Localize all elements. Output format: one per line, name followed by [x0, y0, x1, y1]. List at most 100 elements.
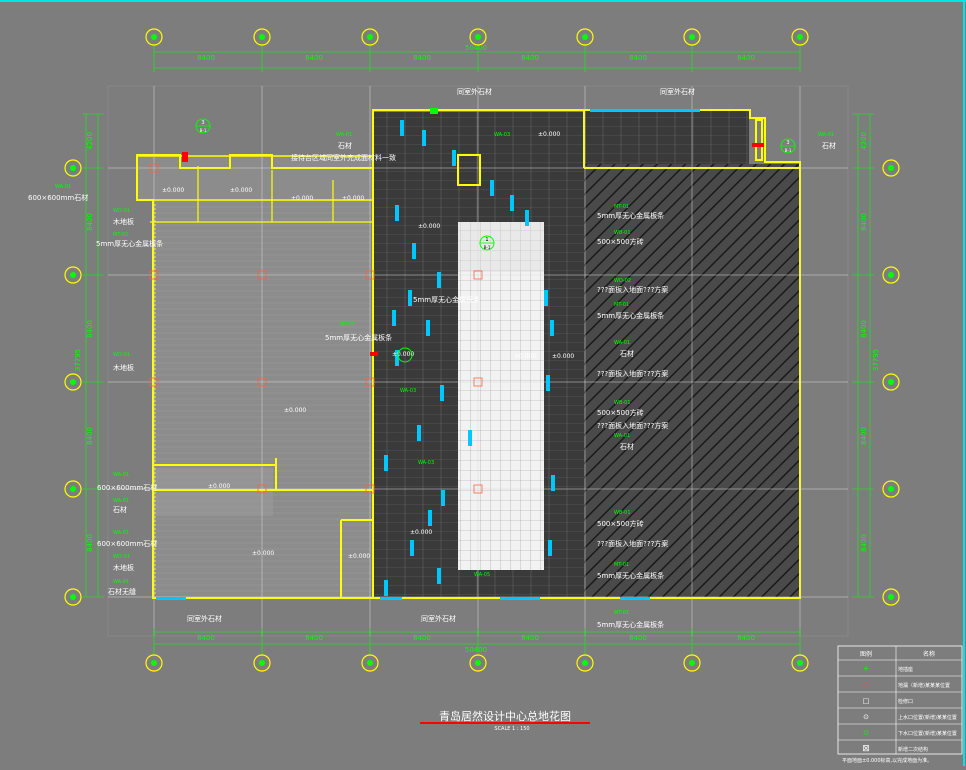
- level-mark: ±0.000: [410, 529, 432, 536]
- axis-bubble: [576, 28, 594, 46]
- legend-symbol: ⊠: [862, 744, 870, 754]
- floor-light-strip: [550, 320, 554, 336]
- red-marker: [182, 152, 188, 162]
- upper-room-block: [136, 155, 374, 201]
- level-mark: ±0.000: [284, 407, 306, 414]
- tag-wa01: WA-01: [113, 579, 129, 585]
- note-metal-strip: 5mm厚无心金属板条: [413, 295, 480, 304]
- axis-bubble-dot: [151, 34, 157, 40]
- dim-right-total: 37795: [872, 349, 880, 371]
- note-metal-strip: 5mm厚无心金属板条: [597, 211, 664, 220]
- tag-mt01: MT-01: [614, 610, 629, 616]
- tile-region-courtyard: [458, 222, 544, 570]
- floor-light-strip: [548, 540, 552, 556]
- note-outdoor-stone: 同室外石材: [421, 614, 456, 623]
- dim-left-3: 8400: [86, 320, 94, 338]
- axis-bubble-dot: [888, 594, 894, 600]
- axis-bubble-dot: [475, 660, 481, 666]
- floor-light-strip: [422, 130, 426, 146]
- note-stone-600: 600×600mm石材: [28, 193, 88, 202]
- dim-bottom-4: 8400: [521, 634, 539, 642]
- tile-region-top: [458, 222, 544, 272]
- level-marks: ±0.000 ±0.000 ±0.000 ±0.000 ±0.000 ±0.00…: [162, 131, 574, 560]
- floor-light-strip: [395, 205, 399, 221]
- dim-left-total: 37795: [74, 349, 82, 371]
- axis-bubble: [145, 28, 163, 46]
- note-stone: 石材: [620, 442, 634, 451]
- floor-light-strip: [400, 120, 404, 136]
- tag-mt01: MT-01: [340, 322, 355, 328]
- section-num: 3: [201, 120, 204, 126]
- note-stone: 石材: [338, 141, 352, 150]
- axis-bubble: [361, 654, 379, 672]
- dim-top-2: 8400: [305, 54, 323, 62]
- note-outdoor-stone: 同室外石材: [187, 614, 222, 623]
- dim-bottom-3: 8400: [413, 634, 431, 642]
- threshold-strip: [590, 109, 700, 112]
- tag-mt01: MT-01: [614, 562, 629, 568]
- floor-light-strip: [544, 290, 548, 306]
- axis-bubble: [683, 654, 701, 672]
- axis-bubble: [576, 654, 594, 672]
- legend-symbol: ⊙: [863, 729, 869, 737]
- threshold-strip: [500, 597, 540, 600]
- tag-mt01: MT-01: [614, 204, 629, 210]
- column-marker: [473, 270, 483, 280]
- section-num: 1: [485, 237, 488, 243]
- legend-name: 新增二次结构: [898, 746, 928, 753]
- level-mark: ±0.000: [162, 187, 184, 194]
- tag-wa03: WA-03: [400, 388, 416, 394]
- dim-top-1: 8400: [197, 54, 215, 62]
- level-mark: ±0.000: [208, 483, 230, 490]
- threshold-strip: [156, 597, 186, 600]
- floor-light-strip: [410, 540, 414, 556]
- axis-bubble-dot: [367, 34, 373, 40]
- section-num: 3: [786, 140, 789, 146]
- column-marker: [257, 377, 267, 387]
- section-sheet: B-1: [484, 245, 491, 250]
- legend-name: 下水口位置(新增)某某位置: [898, 730, 957, 737]
- level-mark: ±0.000: [252, 550, 274, 557]
- axis-bubble: [469, 654, 487, 672]
- column-marker: [149, 270, 159, 280]
- axis-bubble-dot: [797, 34, 803, 40]
- axis-bubble-dot: [888, 165, 894, 171]
- level-mark: ±0.000: [514, 353, 536, 360]
- axis-bubble: [683, 28, 701, 46]
- axis-bubble-dot: [70, 486, 76, 492]
- tag-wa01: WA-01: [113, 530, 129, 536]
- floor-light-strip: [417, 425, 421, 441]
- column-marker: [149, 377, 159, 387]
- tag-wa01: WA-01: [336, 132, 352, 138]
- dim-bottom-6: 8400: [737, 634, 755, 642]
- tag-wa05: WA-05: [474, 572, 490, 578]
- tag-wa01: WA-01: [113, 472, 129, 478]
- axis-bubble-dot: [689, 660, 695, 666]
- tag-wb01: WB-01: [614, 400, 631, 406]
- floor-light-strip: [551, 475, 555, 491]
- note-tile-500: 500×500方砖: [597, 237, 644, 246]
- axis-bubble-dot: [582, 34, 588, 40]
- note-panel: ???面板入地面???方案: [597, 369, 668, 378]
- dim-bottom-5: 8400: [629, 634, 647, 642]
- column-marker: [473, 484, 483, 494]
- tag-wa01: WA-01: [614, 433, 630, 439]
- axis-bubble: [64, 159, 82, 177]
- note-stone-600: 600×600mm石材: [97, 483, 157, 492]
- legend-symbol: +: [863, 664, 870, 673]
- tag-wa01: WA-01: [55, 184, 71, 190]
- legend-symbol: □: [863, 697, 870, 705]
- note-wood-floor: 木地板: [113, 363, 134, 372]
- floor-light-strip: [412, 243, 416, 259]
- dim-top-total: 50400: [465, 44, 487, 52]
- tag-wb01: WB-01: [614, 230, 631, 236]
- floor-light-strip: [510, 195, 514, 211]
- column-marker: [149, 163, 159, 173]
- axis-bubble: [791, 28, 809, 46]
- column-marker: [473, 377, 483, 387]
- level-mark: ±0.000: [418, 223, 440, 230]
- floor-light-strip: [468, 430, 472, 446]
- legend-name: 检修口: [898, 698, 913, 705]
- tag-wd01: WD-01: [113, 554, 130, 560]
